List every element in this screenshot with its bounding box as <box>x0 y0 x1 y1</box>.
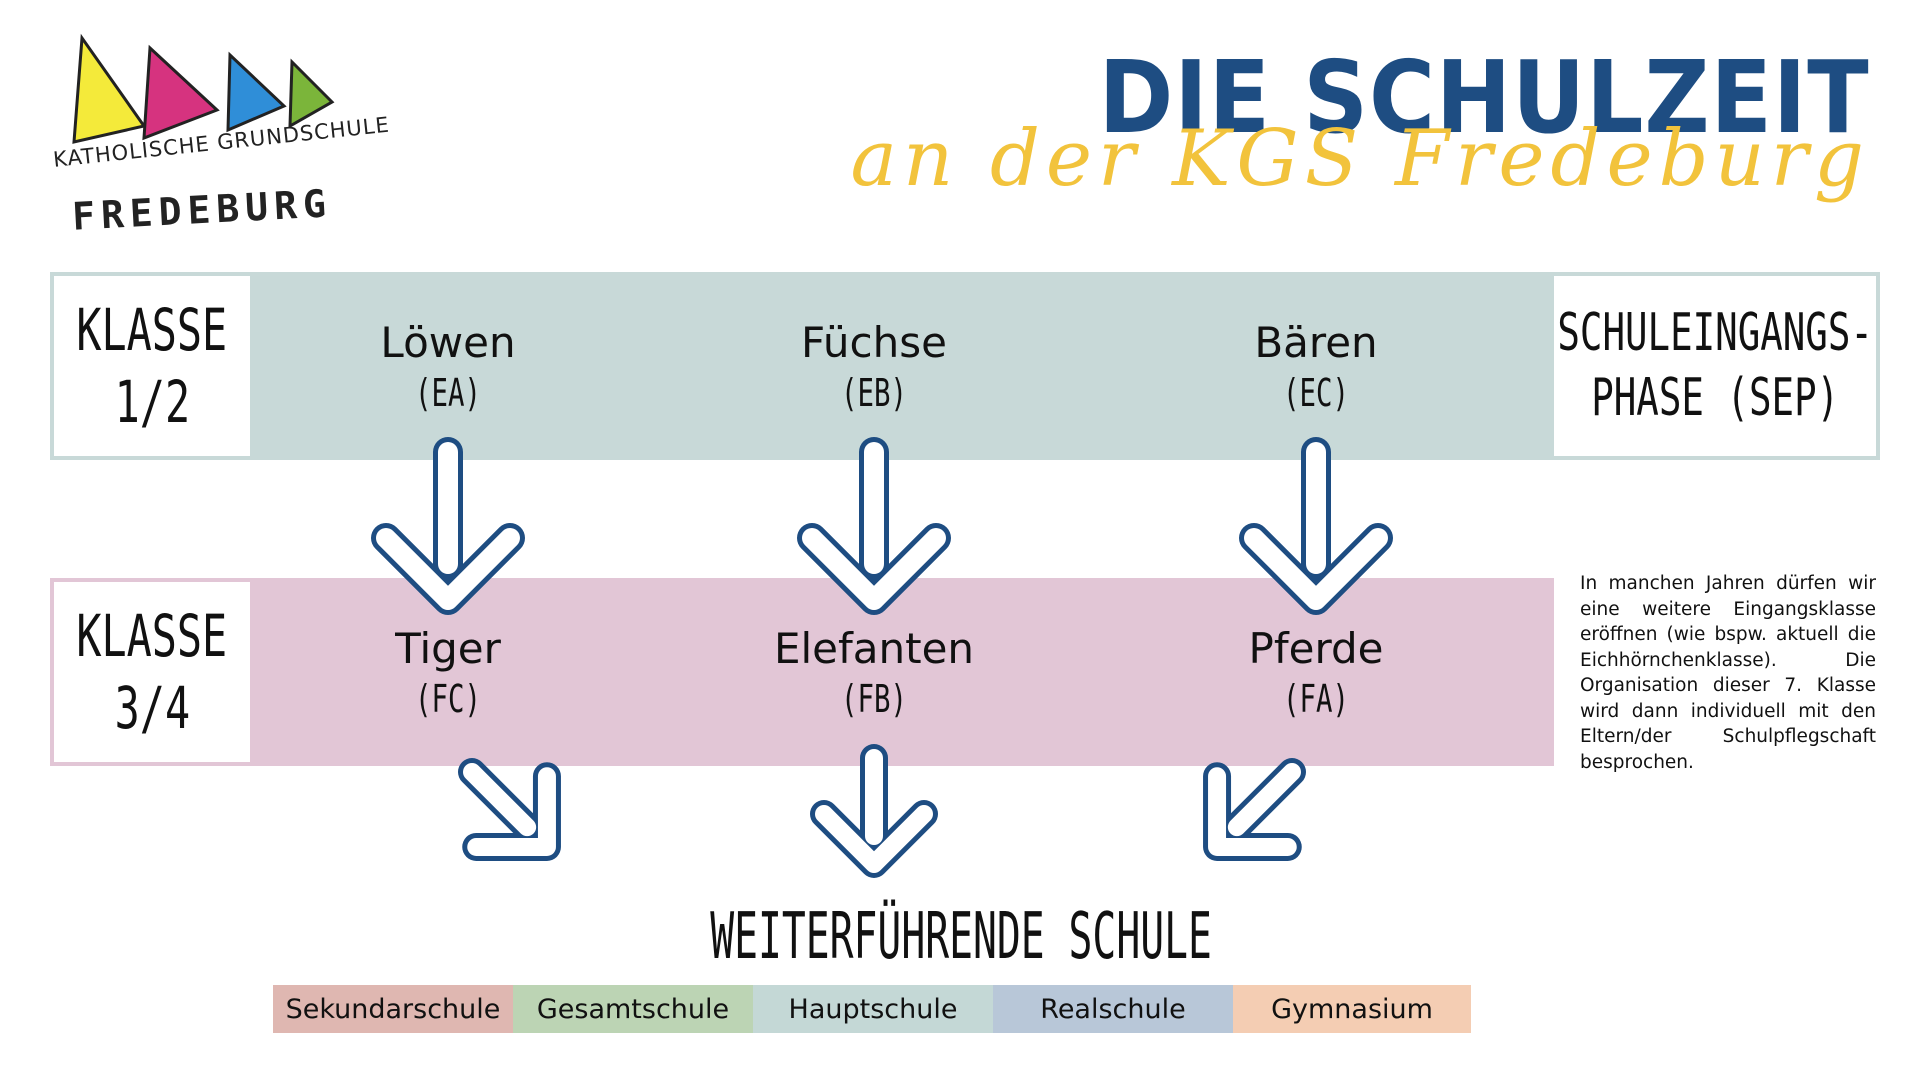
sep-label: SCHULEINGANGS- PHASE (SEP) <box>1554 276 1876 456</box>
page-subtitle: an der KGS Fredeburg <box>850 114 1870 204</box>
grade-1-2-label-line1: KLASSE <box>76 295 228 364</box>
class-code: (FA) <box>1283 677 1349 721</box>
class-name: Tiger <box>395 624 501 673</box>
sep-label-line2: PHASE (SEP) <box>1591 368 1839 428</box>
school-logo: KATHOLISCHE GRUNDSCHULE FREDEBURG <box>52 30 391 240</box>
class-code: (FC) <box>415 677 481 721</box>
class-name: Löwen <box>380 318 516 367</box>
class-name: Elefanten <box>773 624 975 673</box>
class-code: (FB) <box>841 677 907 721</box>
grade-3-4-label: KLASSE 3/4 <box>54 582 250 762</box>
class-code: (EA) <box>415 371 481 415</box>
arrow-elefanten-school-icon <box>824 758 924 864</box>
class-fuechse: Füchse (EB) <box>724 318 1024 415</box>
class-code: (EB) <box>841 371 907 415</box>
arrow-loewen-tiger-icon <box>386 452 510 600</box>
class-pferde: Pferde (FA) <box>1166 624 1466 721</box>
class-baeren: Bären (EC) <box>1166 318 1466 415</box>
arrow-fuechse-elefanten-icon <box>812 452 936 600</box>
secondary-school-title: WEITERFÜHRENDE SCHULE <box>710 900 1212 974</box>
grade-3-4-band <box>50 578 1554 766</box>
arrow-baeren-pferde-icon <box>1254 452 1378 600</box>
sep-label-line1: SCHULEINGANGS- <box>1557 303 1873 363</box>
grade-3-4-label-line1: KLASSE <box>76 601 228 670</box>
grade-1-2-label-line2: 1/2 <box>114 368 190 436</box>
school-realschule: Realschule <box>993 985 1233 1033</box>
arrow-tiger-school-icon <box>437 737 583 883</box>
page-title: DIE SCHULZEIT <box>1099 39 1870 156</box>
school-gymnasium: Gymnasium <box>1233 985 1471 1033</box>
school-gesamtschule: Gesamtschule <box>513 985 753 1033</box>
class-elefanten: Elefanten (FB) <box>724 624 1024 721</box>
school-hauptschule: Hauptschule <box>753 985 993 1033</box>
class-tiger: Tiger (FC) <box>298 624 598 721</box>
grade-3-4-label-line2: 3/4 <box>114 674 190 742</box>
class-name: Pferde <box>1248 624 1384 673</box>
class-name: Bären <box>1254 318 1378 367</box>
school-sekundarschule: Sekundarschule <box>273 985 513 1033</box>
info-note: In manchen Jahren dürfen wir eine weiter… <box>1580 573 1876 773</box>
class-name: Füchse <box>801 318 947 367</box>
class-loewen: Löwen (EA) <box>298 318 598 415</box>
logo-triangles-icon <box>72 33 335 144</box>
grade-1-2-label: KLASSE 1/2 <box>54 276 250 456</box>
school-types-bar: Sekundarschule Gesamtschule Hauptschule … <box>273 985 1471 1033</box>
arrow-pferde-school-icon <box>1182 737 1328 883</box>
class-code: (EC) <box>1283 371 1349 415</box>
